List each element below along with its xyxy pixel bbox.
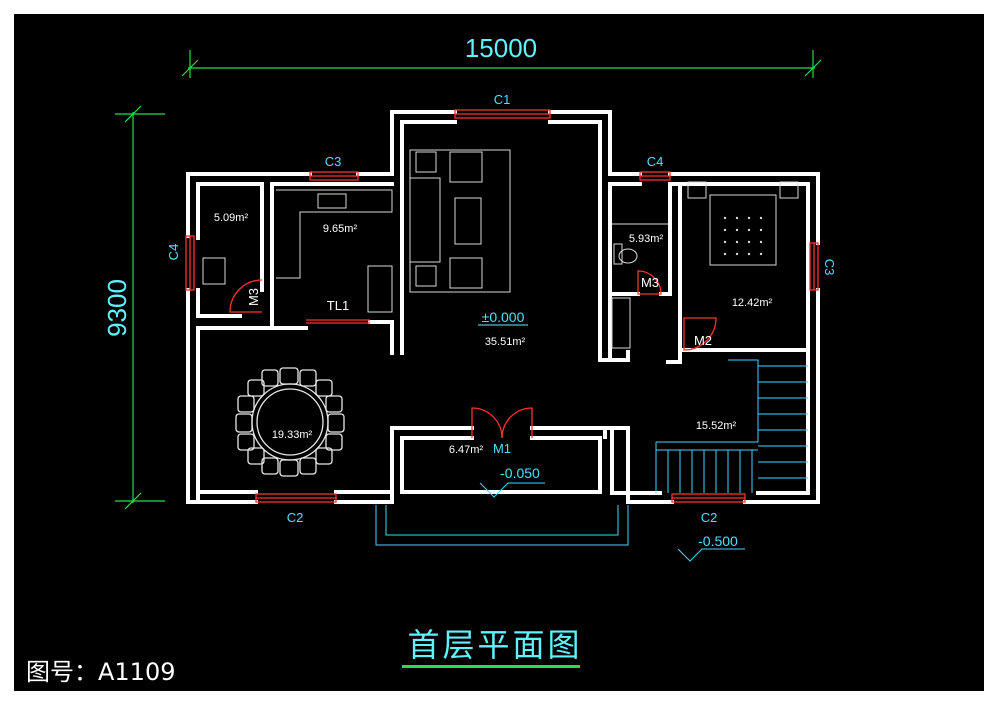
height-dimension-label: 9300 [102,279,132,337]
room-area-stair: 15.52m² [696,420,737,432]
drawing-title: 首层平面图 [407,626,583,664]
window-label-c3-right: C3 [822,259,837,276]
title-underline [402,665,580,668]
room-area-dining: 19.33m² [272,429,313,441]
nightstand-right [779,181,799,199]
door-label-m3-right: M3 [641,275,659,290]
rug [409,149,511,293]
coffee-table [454,197,482,245]
armchair-top [449,151,483,183]
room-area-utility: 5.09m² [214,212,249,224]
side-table-top [415,151,437,173]
window-label-c4-left: C4 [166,244,181,261]
door-label-m3-left: M3 [246,288,261,306]
window-label-c3-top: C3 [325,154,342,169]
room-area-bath: 5.93m² [629,233,664,245]
dining-table [235,367,345,477]
furniture [202,149,799,349]
side-table-bottom [415,265,437,287]
dimension-lines [115,50,822,510]
width-dimension-label: 15000 [465,33,537,63]
window-label-c4-top: C4 [647,154,664,169]
bed-dots [723,216,763,256]
room-level-outside: -0.500 [698,533,738,549]
room-area-kitchen: 9.65m² [323,223,358,235]
room-level-entry: -0.050 [500,465,540,481]
window-label-c2-right: C2 [701,510,718,525]
windows [185,109,819,503]
room-area-living: 35.51m² [485,336,526,348]
bed [709,194,777,266]
room-area-entry: 6.47m² [449,444,484,456]
armchair-bottom [449,257,483,289]
walls [186,110,820,504]
door-label-tl1: TL1 [327,298,349,313]
fridge [367,265,393,313]
staircase [375,359,808,562]
washer [202,257,226,285]
door-label-m1: M1 [493,441,511,456]
sofa [409,177,441,263]
sink [317,193,347,209]
door-label-m2: M2 [694,333,712,348]
room-area-bedroom: 12.42m² [732,297,773,309]
room-level-living: ±0.000 [482,309,525,325]
dining-chairs [235,367,345,477]
drawing-frame [14,14,984,691]
window-label-c1: C1 [494,92,511,107]
window-label-c2-left: C2 [287,510,304,525]
nightstand-left [687,181,707,199]
drawing-number: 图号：A1109 [26,658,176,686]
